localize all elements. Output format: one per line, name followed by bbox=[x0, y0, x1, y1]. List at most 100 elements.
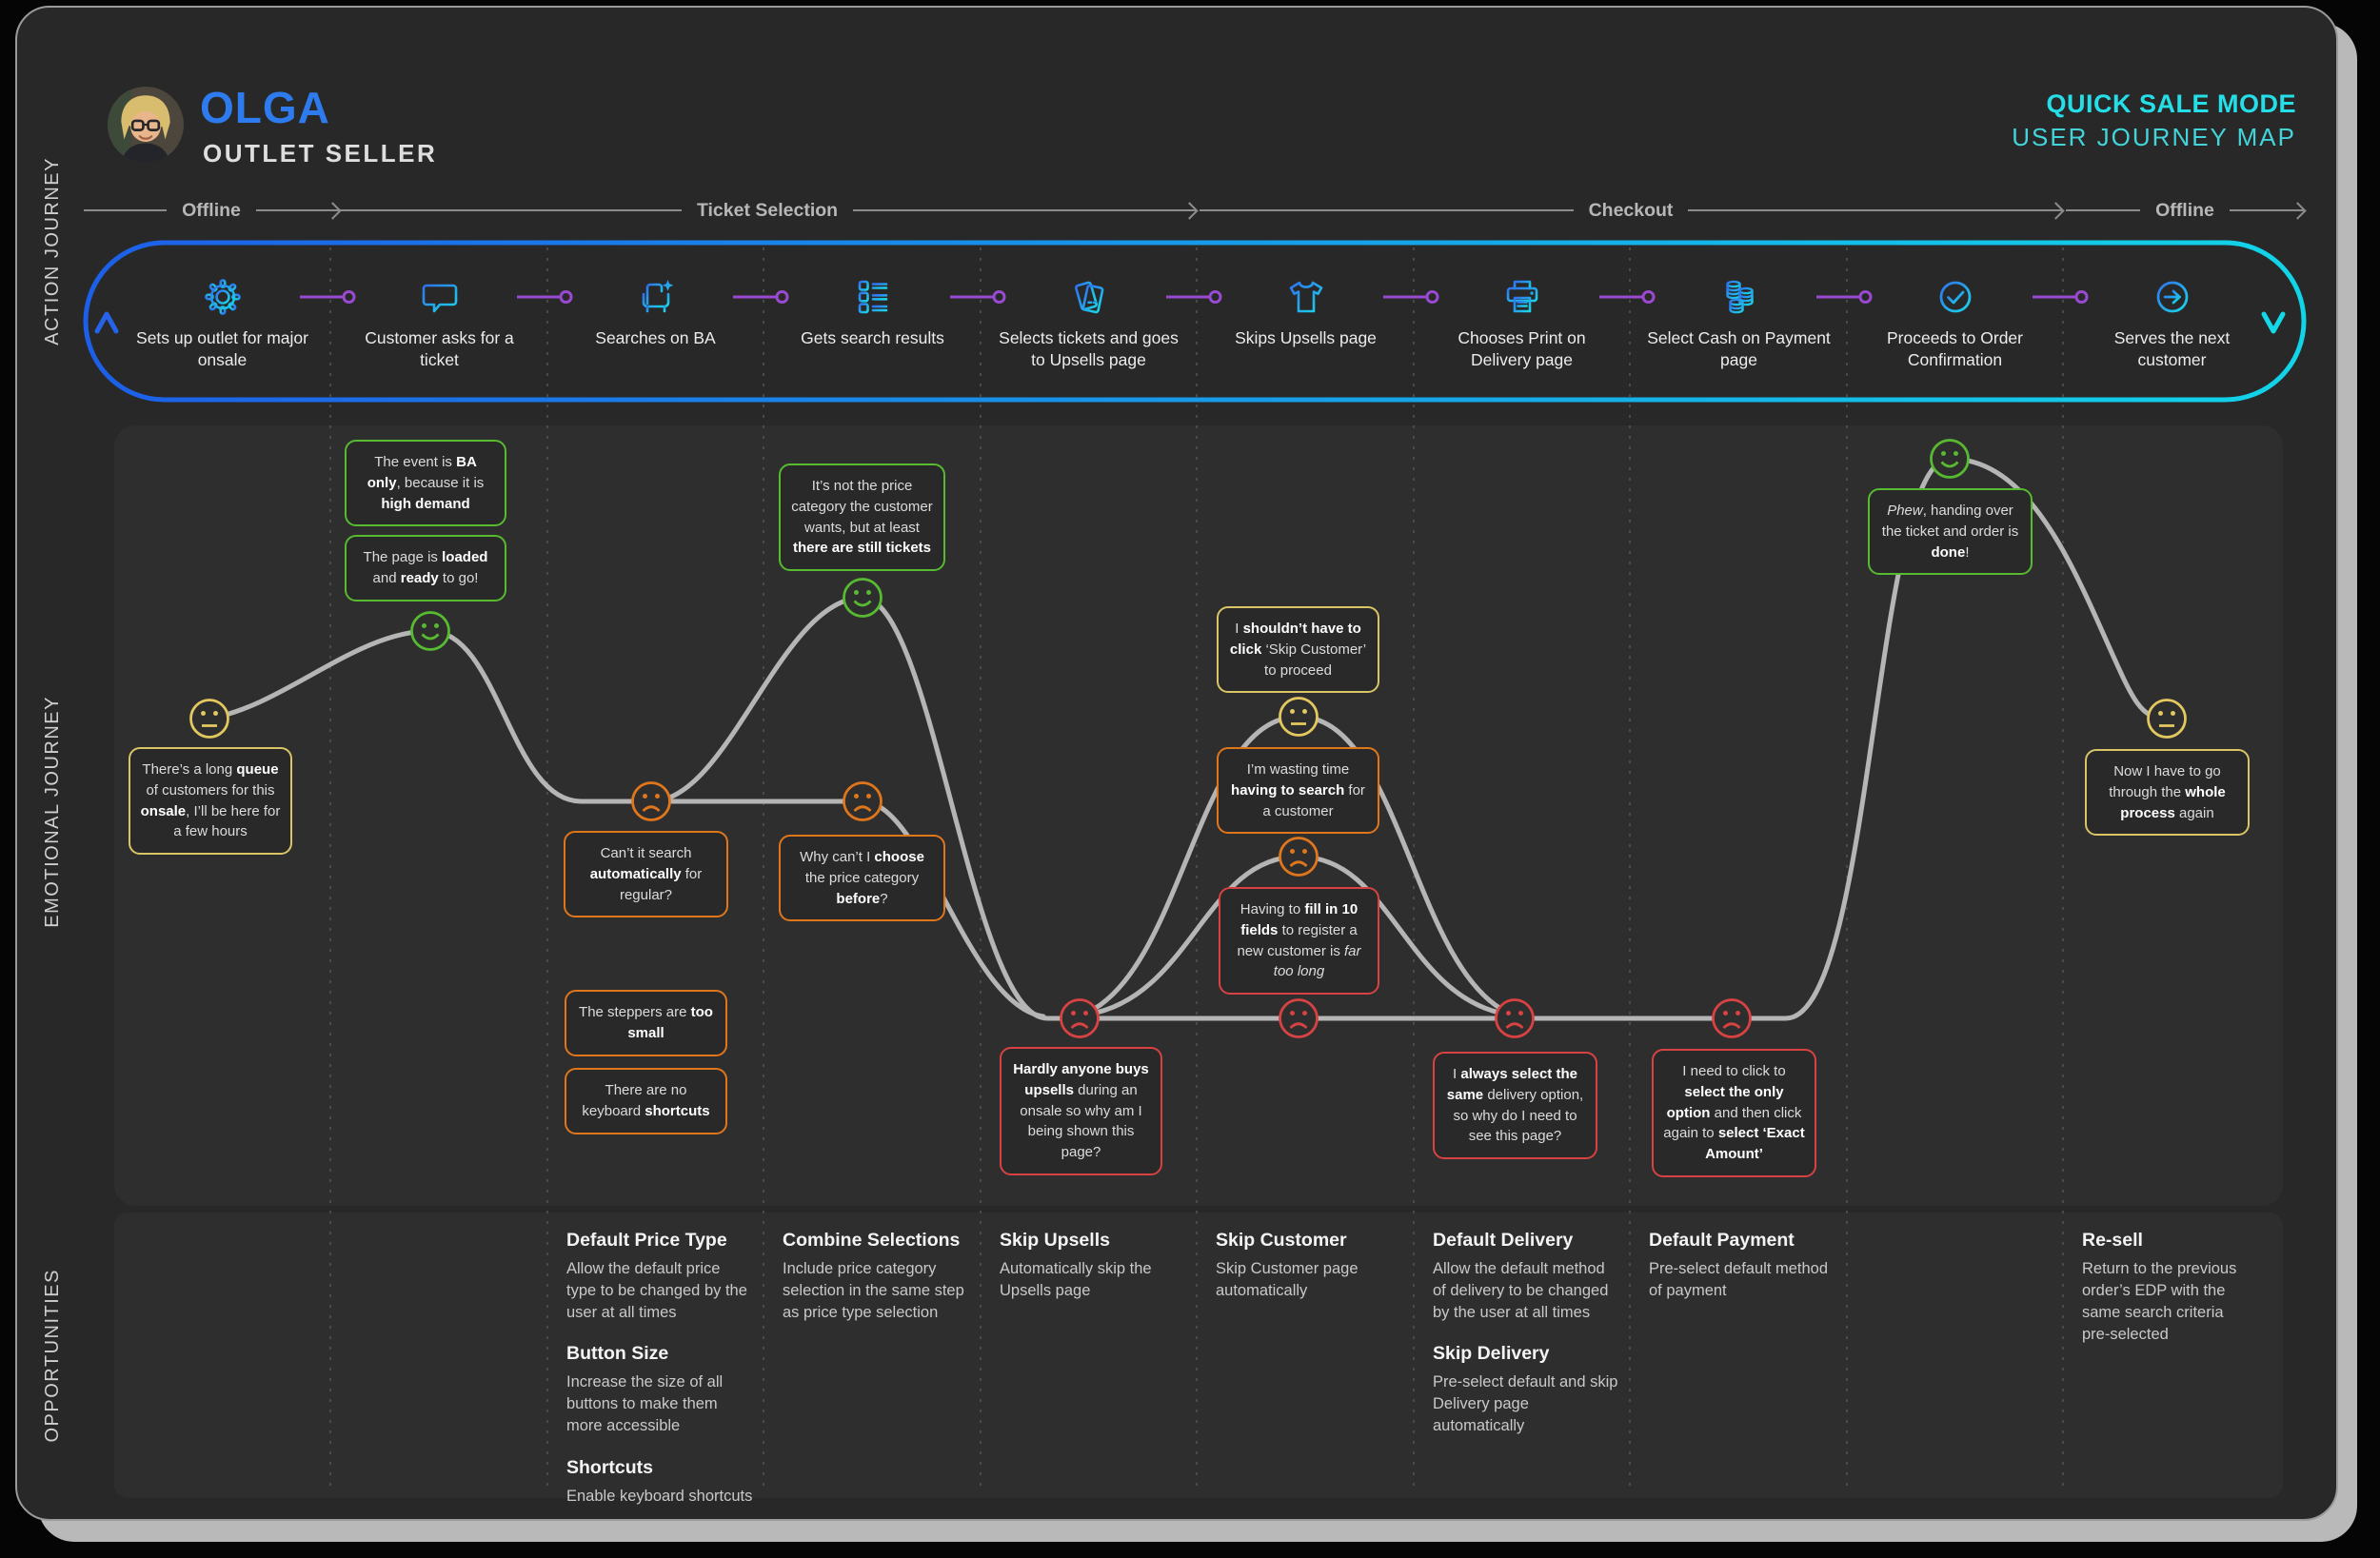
step-label: Select Cash on Payment page bbox=[1647, 328, 1831, 370]
mode-title: QUICK SALE MODE bbox=[2046, 89, 2296, 118]
check-circle-icon bbox=[1939, 281, 1971, 313]
phase-offline-end: Offline bbox=[2066, 196, 2304, 225]
step-label: Searches on BA bbox=[595, 328, 716, 347]
step-label: Proceeds to Order Confirmation bbox=[1887, 328, 2023, 370]
opportunity-title: Default Payment bbox=[1649, 1230, 1795, 1251]
opportunity-title: Re-sell bbox=[2082, 1230, 2143, 1251]
phase-line bbox=[1200, 209, 1574, 211]
step-label: Gets search results bbox=[801, 328, 944, 347]
phase-arrow bbox=[2229, 209, 2304, 211]
phase-label: Ticket Selection bbox=[696, 199, 839, 221]
speech-bubble-icon bbox=[422, 284, 457, 313]
printer-icon bbox=[1506, 280, 1537, 313]
section-label-action-journey: ACTION JOURNEY bbox=[42, 157, 63, 345]
opportunity-title: Default Delivery bbox=[1433, 1230, 1574, 1251]
arrow-circle-icon bbox=[2156, 281, 2188, 313]
section-label-emotional-journey: EMOTIONAL JOURNEY bbox=[42, 696, 63, 928]
callout-hardly-anyone-buys-upsells: Hardly anyone buys upsells during an ons… bbox=[1000, 1047, 1162, 1175]
phase-label: Offline bbox=[2155, 199, 2214, 221]
callout-long-queue: There’s a long queue of customers for th… bbox=[129, 747, 292, 855]
phase-ticket-selection: Ticket Selection bbox=[339, 196, 1196, 225]
callout-wasting-time-search: I’m wasting time having to search for a … bbox=[1217, 747, 1379, 835]
opportunity-title: Skip Delivery bbox=[1433, 1343, 1550, 1365]
opportunity-body: Automatically skip the Upsells page bbox=[1000, 1260, 1152, 1300]
callout-search-automatically: Can’t it search automatically for regula… bbox=[564, 831, 728, 918]
step-order-confirmation: Proceeds to Order Confirmation bbox=[1847, 274, 2063, 371]
persona-name: OLGA bbox=[200, 83, 330, 132]
step-customer-asks: Customer asks for a ticket bbox=[331, 274, 547, 371]
step-print-delivery: Chooses Print on Delivery page bbox=[1414, 274, 1630, 371]
opportunity-column-skip-upsells: Skip Upsells Automatically skip the Upse… bbox=[1000, 1230, 1186, 1321]
opportunity-body: Pre-select default and skip Delivery pag… bbox=[1433, 1373, 1618, 1435]
opportunity-body: Increase the size of all buttons to make… bbox=[566, 1373, 724, 1435]
phase-arrow bbox=[255, 209, 339, 211]
step-searches-ba: Searches on BA bbox=[547, 274, 764, 349]
phase-label: Offline bbox=[182, 199, 241, 221]
callout-fill-10-fields: Having to fill in 10 fields to register … bbox=[1219, 887, 1379, 995]
step-selects-tickets: Selects tickets and goes to Upsells page bbox=[981, 274, 1197, 371]
callout-still-tickets: It’s not the price category the customer… bbox=[779, 463, 945, 571]
callout-choose-before: Why can’t I choose the price category be… bbox=[779, 835, 945, 922]
seat-sparkle-icon bbox=[642, 280, 673, 313]
persona-avatar bbox=[108, 87, 184, 163]
step-next-customer: Serves the next customer bbox=[2064, 274, 2280, 371]
callout-no-keyboard-shortcuts: There are no keyboard shortcuts bbox=[565, 1068, 727, 1134]
opportunity-body: Allow the default method of delivery to … bbox=[1433, 1260, 1609, 1322]
phase-line bbox=[84, 209, 168, 211]
section-label-opportunities: OPPORTUNITIES bbox=[42, 1269, 63, 1443]
opportunity-title: Skip Customer bbox=[1216, 1230, 1347, 1251]
opportunities-panel bbox=[114, 1213, 2283, 1498]
track-arrow-up-icon bbox=[94, 311, 119, 334]
callout-whole-process-again: Now I have to go through the whole proce… bbox=[2085, 749, 2250, 837]
opportunity-body: Include price category selection in the … bbox=[783, 1260, 964, 1322]
step-label: Serves the next customer bbox=[2113, 328, 2231, 370]
opportunity-title: Default Price Type bbox=[566, 1230, 727, 1251]
phase-label: Checkout bbox=[1588, 199, 1674, 221]
gear-icon bbox=[204, 279, 241, 315]
persona-role: OUTLET SELLER bbox=[203, 139, 438, 168]
opportunity-body: Return to the previous order’s EDP with … bbox=[2082, 1260, 2237, 1344]
step-setup-outlet: Sets up outlet for major onsale bbox=[114, 274, 330, 371]
opportunity-title: Combine Selections bbox=[783, 1230, 961, 1251]
step-label: Customer asks for a ticket bbox=[365, 328, 514, 370]
opportunity-body: Allow the default price type to be chang… bbox=[566, 1260, 747, 1322]
tshirt-icon bbox=[1289, 281, 1322, 313]
opportunity-title: Button Size bbox=[566, 1343, 669, 1365]
opportunity-body: Skip Customer page automatically bbox=[1216, 1260, 1359, 1300]
callout-same-delivery-option: I always select the same delivery option… bbox=[1433, 1052, 1597, 1159]
phase-offline-start: Offline bbox=[84, 196, 339, 225]
opportunity-column-default-delivery: Default Delivery Allow the default metho… bbox=[1433, 1230, 1619, 1457]
phase-line bbox=[339, 209, 682, 211]
journey-map-card: OLGA OUTLET SELLER QUICK SALE MODE USER … bbox=[15, 6, 2338, 1521]
step-search-results: Gets search results bbox=[764, 274, 981, 349]
opportunity-title: Skip Upsells bbox=[1000, 1230, 1110, 1251]
callout-exact-amount: I need to click to select the only optio… bbox=[1652, 1049, 1816, 1177]
phase-arrow bbox=[1688, 209, 2063, 211]
phase-line bbox=[2066, 209, 2141, 211]
coins-icon bbox=[1725, 280, 1754, 314]
step-cash-payment: Select Cash on Payment page bbox=[1631, 274, 1847, 371]
opportunity-body: Enable keyboard shortcuts bbox=[566, 1487, 753, 1505]
opportunity-title: Shortcuts bbox=[566, 1456, 654, 1478]
phase-arrow bbox=[853, 209, 1196, 211]
callout-page-loaded: The page is loaded and ready to go! bbox=[345, 535, 506, 602]
callout-skip-customer-click: I shouldn’t have to click ‘Skip Customer… bbox=[1217, 606, 1379, 694]
step-label: Chooses Print on Delivery page bbox=[1458, 328, 1586, 370]
tickets-icon bbox=[1074, 281, 1103, 314]
step-skips-upsells: Skips Upsells page bbox=[1198, 274, 1414, 349]
opportunity-column-combine-selections: Combine Selections Include price categor… bbox=[783, 1230, 969, 1343]
opportunity-body: Pre-select default method of payment bbox=[1649, 1260, 1829, 1300]
step-label: Sets up outlet for major onsale bbox=[136, 328, 308, 370]
opportunity-column-skip-customer: Skip Customer Skip Customer page automat… bbox=[1216, 1230, 1402, 1321]
opportunity-column-price-type: Default Price Type Allow the default pri… bbox=[566, 1230, 753, 1519]
map-subtitle: USER JOURNEY MAP bbox=[2012, 123, 2296, 151]
phase-checkout: Checkout bbox=[1200, 196, 2063, 225]
opportunity-column-resell: Re-sell Return to the previous order’s E… bbox=[2082, 1230, 2253, 1365]
callout-phew-done: Phew, handing over the ticket and order … bbox=[1868, 488, 2033, 576]
list-results-icon bbox=[858, 280, 887, 314]
callout-ba-only: The event is BA only, because it is high… bbox=[345, 440, 506, 527]
callout-steppers-too-small: The steppers are too small bbox=[565, 990, 727, 1056]
step-label: Selects tickets and goes to Upsells page bbox=[999, 328, 1179, 370]
step-label: Skips Upsells page bbox=[1235, 328, 1377, 347]
opportunity-column-default-payment: Default Payment Pre-select default metho… bbox=[1649, 1230, 1835, 1321]
